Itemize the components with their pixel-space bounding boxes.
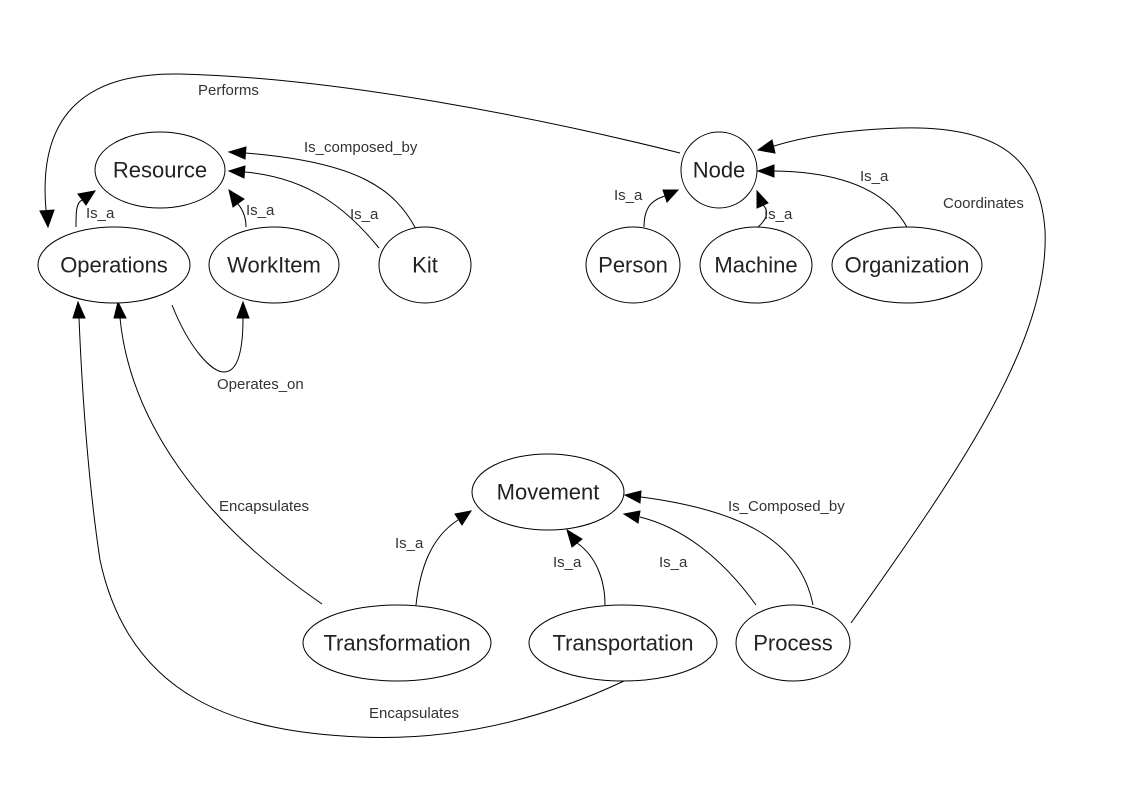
node-label-movement: Movement	[497, 480, 600, 505]
edge-transformation-is-a-movement: Is_a	[395, 510, 473, 606]
edge-label-operations-is-a: Is_a	[86, 205, 115, 222]
edge-transformation-encapsulates-operations: Encapsulates	[113, 300, 323, 605]
edge-transportation-is-a-movement: Is_a	[553, 528, 606, 606]
node-transportation[interactable]: Transportation	[528, 604, 718, 682]
node-label-process: Process	[753, 631, 832, 656]
edge-label-encapsulates-transformation: Encapsulates	[219, 498, 309, 515]
edge-label-transformation-is-a: Is_a	[395, 535, 424, 552]
node-label-machine: Machine	[714, 253, 797, 278]
edge-label-coordinates: Coordinates	[943, 195, 1024, 212]
edge-label-process-is-a: Is_a	[659, 554, 688, 571]
node-node[interactable]: Node	[680, 131, 758, 209]
edge-person-is-a-node: Is_a	[614, 187, 680, 228]
edge-label-kit-is-a: Is_a	[350, 206, 379, 223]
node-movement[interactable]: Movement	[471, 453, 625, 531]
edge-label-person-is-a: Is_a	[614, 187, 643, 204]
edge-workitem-is-a-resource: Is_a	[228, 188, 275, 228]
edge-label-organization-is-a: Is_a	[860, 168, 889, 185]
node-workitem[interactable]: WorkItem	[208, 226, 340, 304]
node-label-node: Node	[693, 158, 746, 183]
edge-process-is-a-movement: Is_a	[622, 510, 757, 606]
edge-process-is-composed-by-movement: Is_Composed_by	[623, 490, 845, 606]
node-label-workitem: WorkItem	[227, 253, 321, 278]
node-label-resource: Resource	[113, 158, 207, 183]
node-machine[interactable]: Machine	[699, 226, 813, 304]
node-organization[interactable]: Organization	[831, 226, 983, 304]
edge-label-machine-is-a: Is_a	[764, 206, 793, 223]
node-kit[interactable]: Kit	[378, 226, 472, 304]
node-transformation[interactable]: Transformation	[302, 604, 492, 682]
node-label-transformation: Transformation	[323, 631, 470, 656]
edge-operations-operates-on-workitem: Operates_on	[171, 300, 304, 393]
node-label-kit: Kit	[412, 253, 438, 278]
node-process[interactable]: Process	[735, 604, 851, 682]
edge-label-process-is-composed-by: Is_Composed_by	[728, 498, 845, 515]
edge-label-transportation-is-a: Is_a	[553, 554, 582, 571]
edge-performs: Performs	[39, 73, 681, 229]
edge-label-encapsulates-transportation: Encapsulates	[369, 705, 459, 722]
edge-organization-is-a-node: Is_a	[756, 164, 909, 230]
edge-label-is-composed-by: Is_composed_by	[304, 139, 418, 156]
edge-process-coordinates-node: Coordinates	[756, 127, 1046, 624]
node-label-organization: Organization	[845, 253, 970, 278]
node-label-operations: Operations	[60, 253, 168, 278]
edge-label-workitem-is-a: Is_a	[246, 202, 275, 219]
edge-transportation-encapsulates-operations: Encapsulates	[72, 300, 625, 738]
edge-label-performs: Performs	[198, 82, 259, 99]
node-operations[interactable]: Operations	[37, 226, 191, 304]
edge-kit-is-a-resource: Is_a	[227, 165, 380, 249]
edge-kit-composed-by-resource: Is_composed_by	[227, 139, 418, 230]
node-person[interactable]: Person	[585, 226, 681, 304]
node-resource[interactable]: Resource	[94, 131, 226, 209]
node-label-person: Person	[598, 253, 668, 278]
edge-label-operates-on: Operates_on	[217, 376, 304, 393]
edge-machine-is-a-node: Is_a	[756, 189, 793, 228]
node-label-transportation: Transportation	[552, 631, 693, 656]
edge-operations-is-a-resource: Is_a	[75, 190, 115, 228]
